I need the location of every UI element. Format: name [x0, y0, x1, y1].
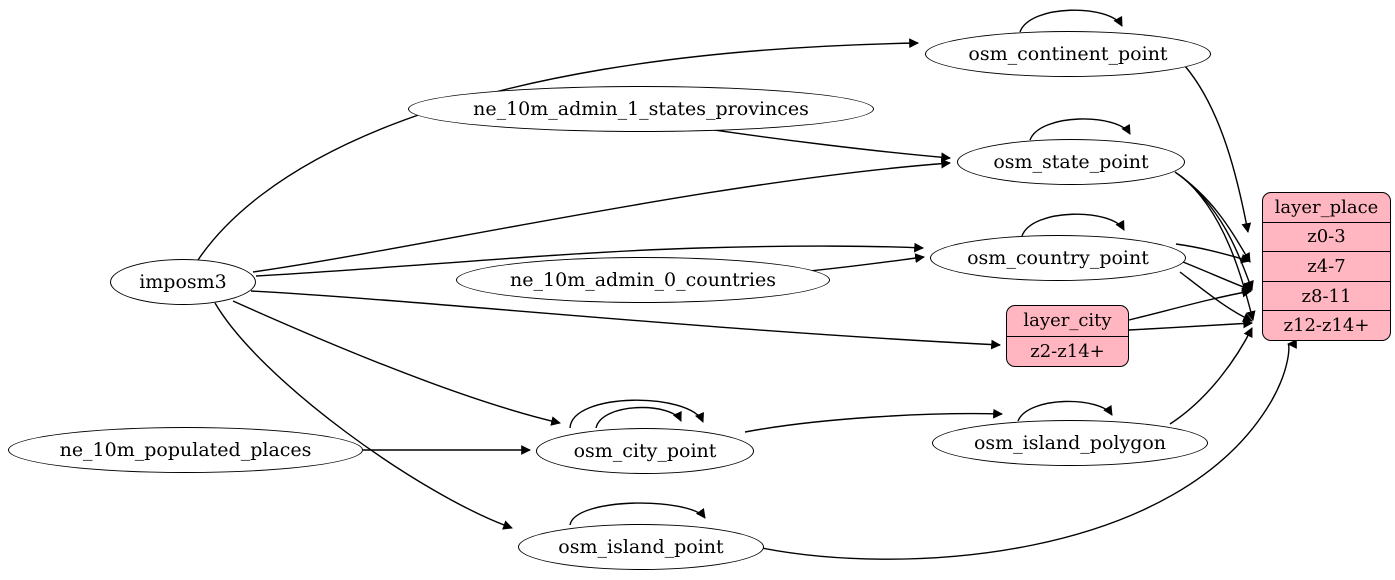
node-imposm3[interactable]: imposm3 — [110, 259, 256, 305]
edge-layer_city-to-layer_place-z8-11 — [1128, 287, 1252, 321]
node-osm-continent-point[interactable]: osm_continent_point — [925, 31, 1211, 77]
node-osm-city-point[interactable]: osm_city_point — [536, 428, 754, 474]
edge-self-osm_country_point — [1021, 213, 1125, 237]
edge-ne_admin_0_countries-to-osm_country_point — [799, 253, 925, 273]
node-osm-island-point[interactable]: osm_island_point — [518, 524, 764, 570]
record-header: layer_city — [1007, 306, 1128, 337]
edge-self-osm_city_point-outer — [569, 399, 704, 429]
edge-imposm3-to-layer_city — [250, 290, 1001, 350]
edge-osm_island_polygon-to-layer_place-z12-z14 — [1169, 327, 1253, 425]
edge-osm_country_point-to-layer_place-z4-7 — [1175, 243, 1251, 264]
edge-self-osm_state_point — [1029, 118, 1131, 141]
node-label: osm_continent_point — [968, 42, 1168, 65]
node-ne-10m-admin-0-countries[interactable]: ne_10m_admin_0_countries — [456, 257, 830, 303]
node-label: osm_island_polygon — [973, 431, 1167, 454]
record-layer-place[interactable]: layer_place z0-3 z4-7 z8-11 z12-z14+ — [1262, 192, 1391, 341]
edge-imposm3-to-osm_island_point — [214, 302, 513, 530]
edge-osm_country_point-to-layer_place-z8-11 — [1182, 261, 1252, 292]
node-label: imposm3 — [139, 270, 227, 293]
node-ne-10m-populated-places[interactable]: ne_10m_populated_places — [8, 427, 363, 473]
record-row-z4-7[interactable]: z4-7 — [1263, 252, 1390, 282]
edge-self-osm_city_point-inner — [595, 406, 682, 429]
edge-imposm3-to-osm_state_point — [252, 158, 951, 273]
edge-osm_state_point-to-layer_place-z8-11 — [1177, 173, 1254, 291]
edge-imposm3-to-osm_city_point — [232, 300, 561, 426]
node-label: ne_10m_admin_0_countries — [510, 268, 776, 291]
node-label: ne_10m_populated_places — [59, 438, 312, 461]
record-layer-city[interactable]: layer_city z2-z14+ — [1006, 305, 1129, 367]
record-row-z2-z14[interactable]: z2-z14+ — [1030, 340, 1105, 362]
node-label: ne_10m_admin_1_states_provinces — [473, 97, 809, 120]
node-osm-country-point[interactable]: osm_country_point — [930, 235, 1186, 281]
edge-imposm3-to-osm_continent_point — [195, 38, 919, 264]
record-row-z12-z14[interactable]: z12-z14+ — [1283, 315, 1370, 337]
record-header: layer_place — [1263, 193, 1390, 223]
edge-self-osm_continent_point — [1019, 9, 1123, 33]
edge-self-osm_island_point — [569, 502, 706, 526]
record-row-z0-3[interactable]: z0-3 — [1263, 223, 1390, 253]
edge-osm_island_point-to-layer_place-z12-z14 — [751, 339, 1297, 560]
edge-imposm3-to-osm_country_point — [255, 242, 924, 277]
record-row-z8-11[interactable]: z8-11 — [1263, 282, 1390, 312]
edge-osm_country_point-to-layer_place-z12-z14 — [1179, 271, 1253, 322]
edge-osm_continent_point-to-layer_place-z0-3 — [1184, 65, 1252, 233]
edge-layer_city-to-layer_place-z12-z14 — [1128, 318, 1253, 331]
edge-osm_city_point-to-osm_island_polygon — [744, 408, 1003, 433]
node-label: osm_state_point — [993, 150, 1149, 173]
node-label: osm_island_point — [558, 535, 724, 558]
node-osm-island-polygon[interactable]: osm_island_polygon — [932, 420, 1208, 466]
node-label: osm_country_point — [967, 246, 1149, 269]
node-label: osm_city_point — [573, 439, 717, 462]
node-ne-10m-admin-1-states-provinces[interactable]: ne_10m_admin_1_states_provinces — [408, 86, 874, 132]
edge-osm_state_point-to-layer_place-z4-7 — [1174, 171, 1251, 263]
edge-self-osm_island_polygon — [1017, 400, 1113, 422]
node-osm-state-point[interactable]: osm_state_point — [957, 139, 1185, 185]
edge-osm_state_point-to-layer_place-z12-z14 — [1180, 175, 1256, 321]
